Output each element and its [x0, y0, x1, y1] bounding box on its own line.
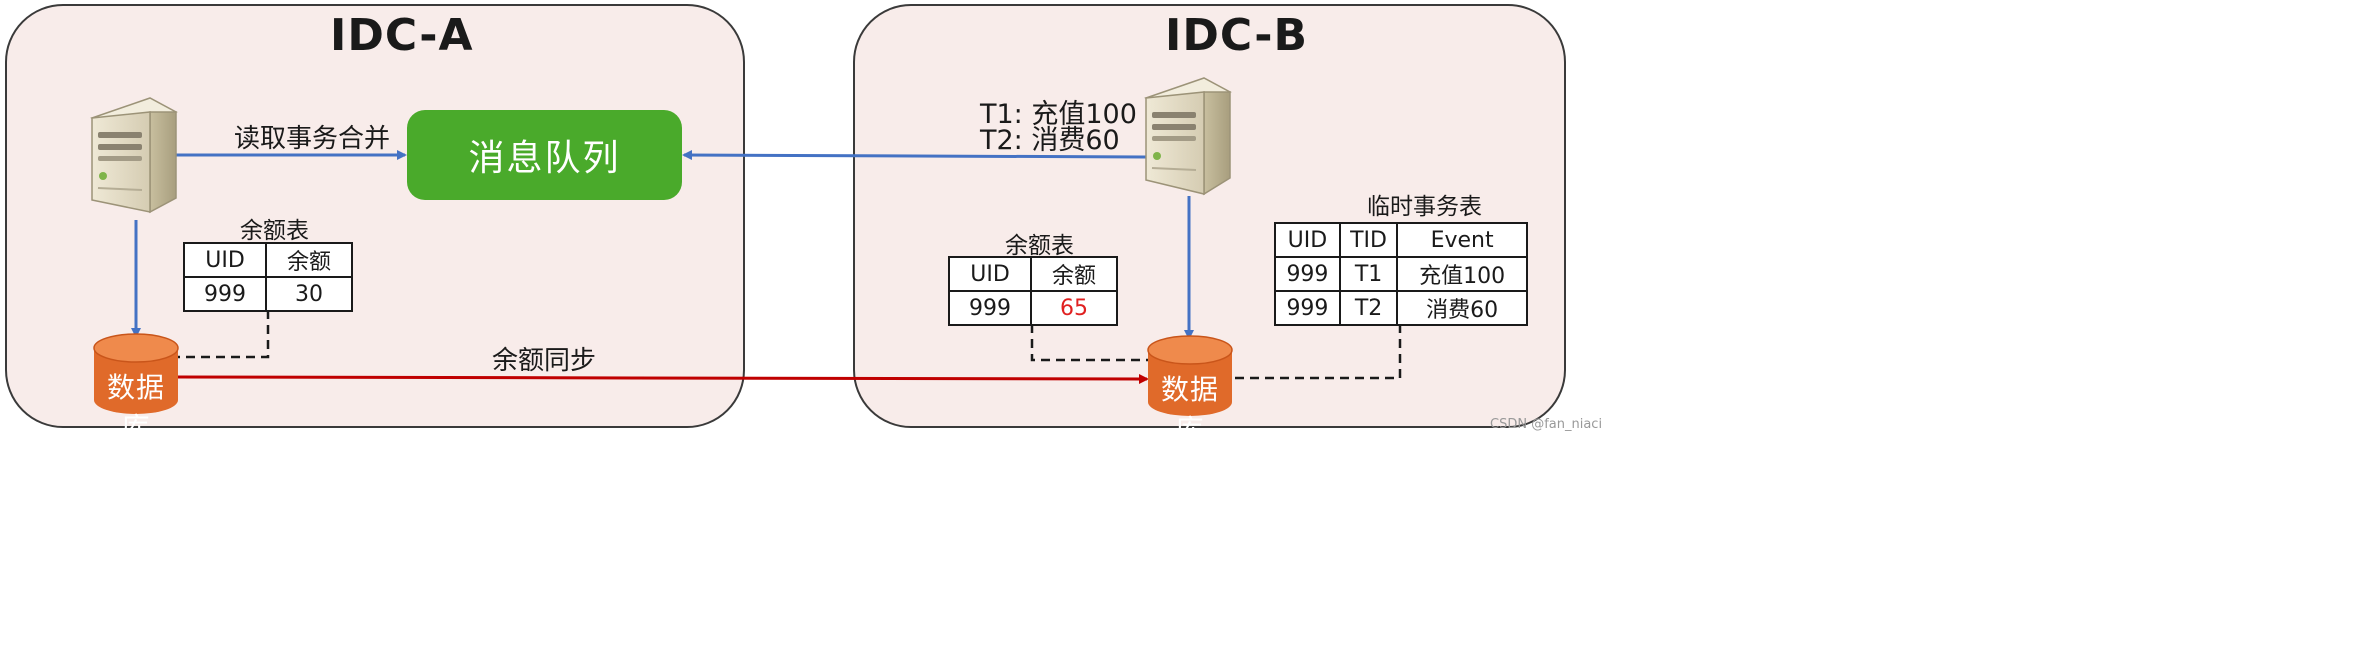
table-cell: 999 [182, 276, 268, 312]
table-cell: 消费60 [1396, 290, 1528, 326]
message-queue-box: 消息队列 [407, 110, 682, 200]
table-cell: 999 [947, 290, 1033, 326]
read-merge-label: 读取事务合并 [234, 124, 391, 154]
table-header-cell: 余额 [265, 242, 353, 278]
txn-line-1: T1: 充值100 [980, 99, 1137, 130]
balance-table-title-b: 余额表 [1005, 233, 1074, 259]
idc-a-title: IDC-A [330, 10, 474, 61]
server-icon-a [90, 97, 178, 214]
temp-table-title: 临时事务表 [1367, 194, 1482, 220]
idc-b-title: IDC-B [1165, 10, 1308, 61]
server-icon-b [1144, 77, 1232, 196]
balance-sync-label: 余额同步 [492, 346, 597, 376]
dashed-link-a [178, 310, 270, 359]
table-header-cell: UID [1274, 222, 1341, 258]
balance-table-b: UID 余额 999 65 [947, 256, 1118, 326]
table-header-cell: TID [1338, 222, 1399, 258]
table-cell: T1 [1338, 256, 1399, 292]
table-header-cell: 余额 [1030, 256, 1118, 292]
table-header-cell: UID [947, 256, 1033, 292]
table-header-cell: UID [182, 242, 268, 278]
database-icon-a [93, 333, 179, 414]
db-label-a: 数据库 [106, 371, 165, 444]
watermark: CSDN @fan_niaci [1490, 417, 1603, 432]
txn-line-2: T2: 消费60 [980, 125, 1120, 156]
db-label-b: 数据库 [1160, 373, 1219, 446]
table-cell: 999 [1274, 290, 1341, 326]
temp-txn-table: UID TID Event 999 T1 充值100 999 T2 消费60 [1274, 222, 1528, 326]
table-cell: 充值100 [1396, 256, 1528, 292]
balance-table-title-a: 余额表 [240, 218, 309, 244]
table-cell: T2 [1338, 290, 1399, 326]
table-cell: 999 [1274, 256, 1341, 292]
dashed-link-b-balance [1030, 324, 1148, 362]
arrow-balance-sync [177, 373, 1149, 384]
dashed-link-b-temp [1231, 324, 1402, 380]
table-cell-highlight: 65 [1030, 290, 1118, 326]
database-icon-b [1147, 335, 1233, 416]
arrow-server-b-to-queue [682, 150, 1147, 161]
balance-table-a: UID 余额 999 30 [182, 242, 353, 312]
table-cell: 30 [265, 276, 353, 312]
table-header-cell: Event [1396, 222, 1528, 258]
